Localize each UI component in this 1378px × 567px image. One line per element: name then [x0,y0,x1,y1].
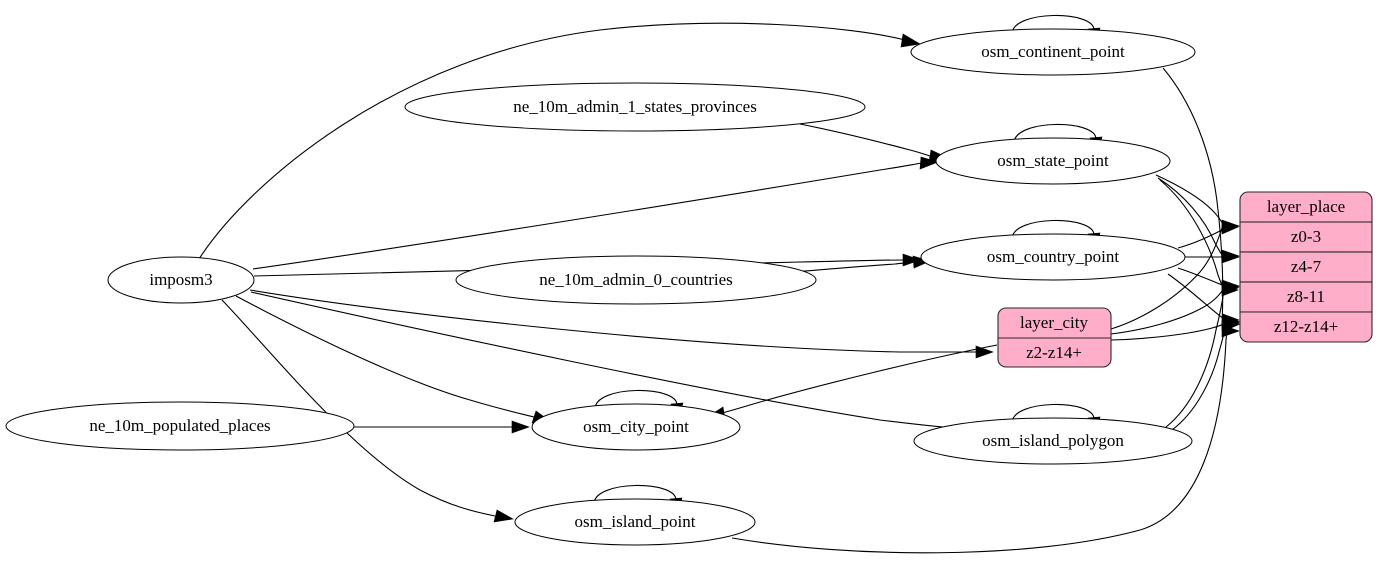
selfloop-osm_city_point [594,389,678,410]
edge-imposm3-to-layer_city [249,289,976,353]
node-osm_city_point-shape[interactable] [531,403,741,451]
edge-imposm3-to-osm_state_point [252,162,923,270]
node-osm_continent_point-shape[interactable] [910,28,1196,76]
edge-imposm3-to-osm_island_point [221,299,496,517]
node-ne_countries-shape[interactable] [455,255,817,305]
node-osm_city_point[interactable]: osm_city_point [531,403,741,451]
arrowhead [1221,221,1239,235]
node-osm_country_point-shape[interactable] [920,233,1186,281]
edge-ne_states-to-osm_state_point [799,123,931,157]
layer_place-row-z12-z14-cell[interactable] [1239,311,1373,343]
node-layer: imposm3 ne_10m_admin_1_states_provinces … [5,28,1196,546]
layer_city-row-z2-z14-cell[interactable] [997,337,1112,368]
node-ne_10m_admin_1_states_provinces[interactable]: ne_10m_admin_1_states_provinces [404,82,866,132]
node-layer_place[interactable]: layer_place z0-3 z4-7 z8-11 z12-z14+ [1239,191,1373,343]
node-layer_city[interactable]: layer_city z2-z14+ [997,307,1112,368]
edge-imposm3-to-osm_continent_point [198,22,906,260]
arrowhead [975,345,994,359]
arrowhead [511,420,530,434]
node-ne_states-shape[interactable] [404,82,866,132]
edge-imposm3-to-osm_city_point [235,295,535,418]
layer_place-row-z0-3-cell[interactable] [1239,221,1373,253]
selfloop-osm_continent_point [1011,14,1095,35]
selfloop-osm_island_polygon [1011,403,1095,424]
layer_place-header-cell[interactable] [1239,191,1373,223]
node-osm_island_polygon-shape[interactable] [913,417,1193,465]
selfloop-osm_island_point [593,484,677,505]
edge-osm_island_polygon-to-layer_place-z8-11 [1165,289,1225,428]
arrowhead [493,509,514,523]
edge-layer_city-to-layer_place-z8-11 [1110,287,1225,335]
node-osm_country_point[interactable]: osm_country_point [920,233,1186,281]
node-osm_continent_point[interactable]: osm_continent_point [910,28,1196,76]
edge-layer_city-to-layer_place-z0-3 [1110,227,1223,330]
arrowhead [1221,283,1239,297]
node-ne_10m_admin_0_countries[interactable]: ne_10m_admin_0_countries [455,255,817,305]
selfloop-osm_country_point [1011,219,1095,240]
edge-layer_city-to-osm_city_point [721,344,998,414]
node-osm_state_point[interactable]: osm_state_point [935,137,1171,185]
node-osm_state_point-shape[interactable] [935,137,1171,185]
node-ne_10m_populated_places[interactable]: ne_10m_populated_places [5,401,355,451]
edge-osm_island_point-to-layer_place-z12 [731,324,1229,554]
selfloop-osm_state_point [1013,123,1097,144]
arrowhead [1223,318,1241,332]
edge-ne_countries-to-osm_country_point [792,261,914,273]
edge-imposm3-to-osm_island_polygon [250,291,976,431]
node-osm_island_point[interactable]: osm_island_point [514,498,756,546]
edge-osm_state_point-to-layer_place-z4-7 [1157,177,1224,257]
layer_city-header-cell[interactable] [997,307,1112,339]
arrowhead [900,33,921,48]
node-ne_populated-shape[interactable] [5,401,355,451]
arrowhead [1221,250,1240,264]
node-osm_island_point-shape[interactable] [514,498,756,546]
node-imposm3-shape[interactable] [107,256,255,304]
layer_place-row-z4-7-cell[interactable] [1239,251,1373,283]
layer_place-row-z8-11-cell[interactable] [1239,281,1373,313]
node-imposm3[interactable]: imposm3 [107,256,255,304]
edge-osm_continent_point-to-layer_place-z12 [1162,67,1224,326]
node-osm_island_polygon[interactable]: osm_island_polygon [913,417,1193,465]
